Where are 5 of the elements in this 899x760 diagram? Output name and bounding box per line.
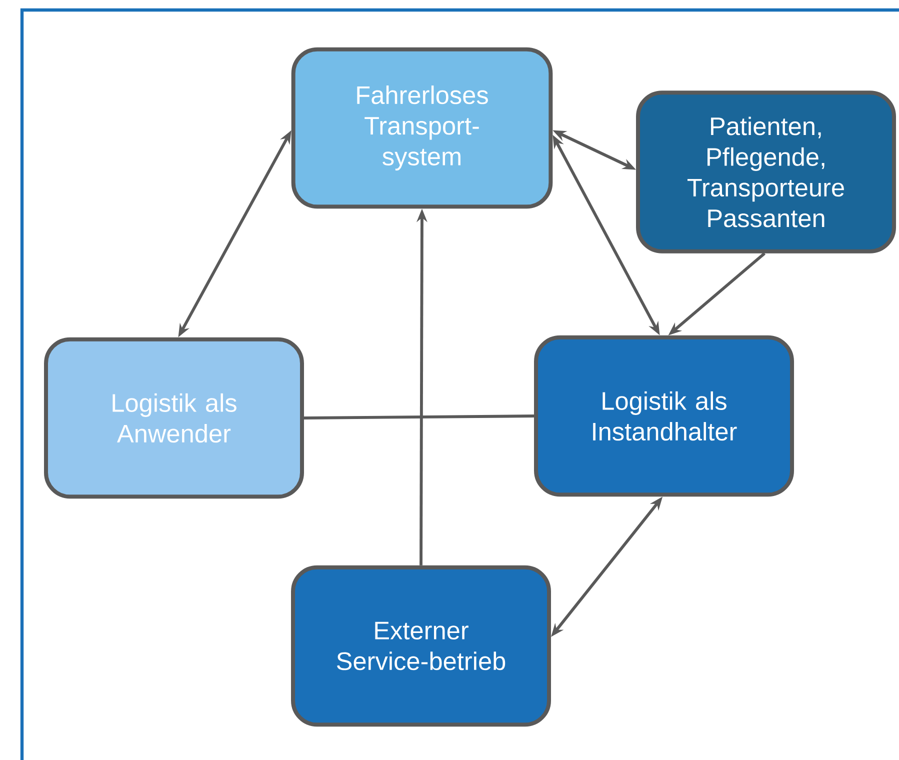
process-box: Logistik als Anwender bbox=[44, 337, 304, 499]
process-box: Logistik als Instandhalter bbox=[534, 335, 794, 497]
process-box: Patienten, Pflegende, Transporteure Passanten bbox=[636, 90, 896, 254]
process-box: Externer Service-betrieb bbox=[291, 565, 551, 727]
process-box: Fahrerloses Transport-system bbox=[291, 47, 553, 209]
